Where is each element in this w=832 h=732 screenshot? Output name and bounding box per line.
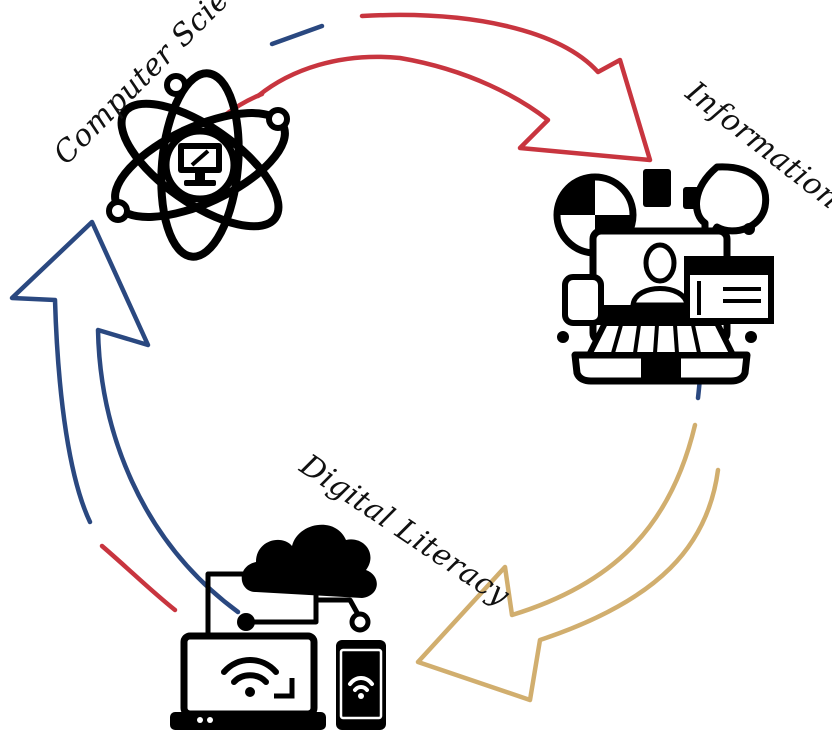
atom-computer-icon: [106, 69, 290, 261]
arrow-red-bottom-fragment: [99, 543, 178, 613]
arrow-it-to-dl-outer: [415, 422, 721, 703]
arrow-cs-to-it-outer: [255, 12, 653, 163]
arrow-it-to-dl: [415, 422, 721, 703]
smartphone-icon: [336, 640, 386, 730]
arrow-dl-to-cs-outer: [9, 219, 241, 615]
arrow-blue-top-fragment: [269, 23, 325, 47]
laptop-video-call-icon: [553, 163, 774, 385]
cloud-devices-wifi-icon: [170, 524, 386, 730]
phone-icon: [643, 169, 671, 207]
cloud-icon: [241, 524, 377, 598]
document-window-icon: [684, 256, 774, 324]
laptop-icon: [170, 632, 326, 730]
wifi-icon: [221, 657, 279, 685]
